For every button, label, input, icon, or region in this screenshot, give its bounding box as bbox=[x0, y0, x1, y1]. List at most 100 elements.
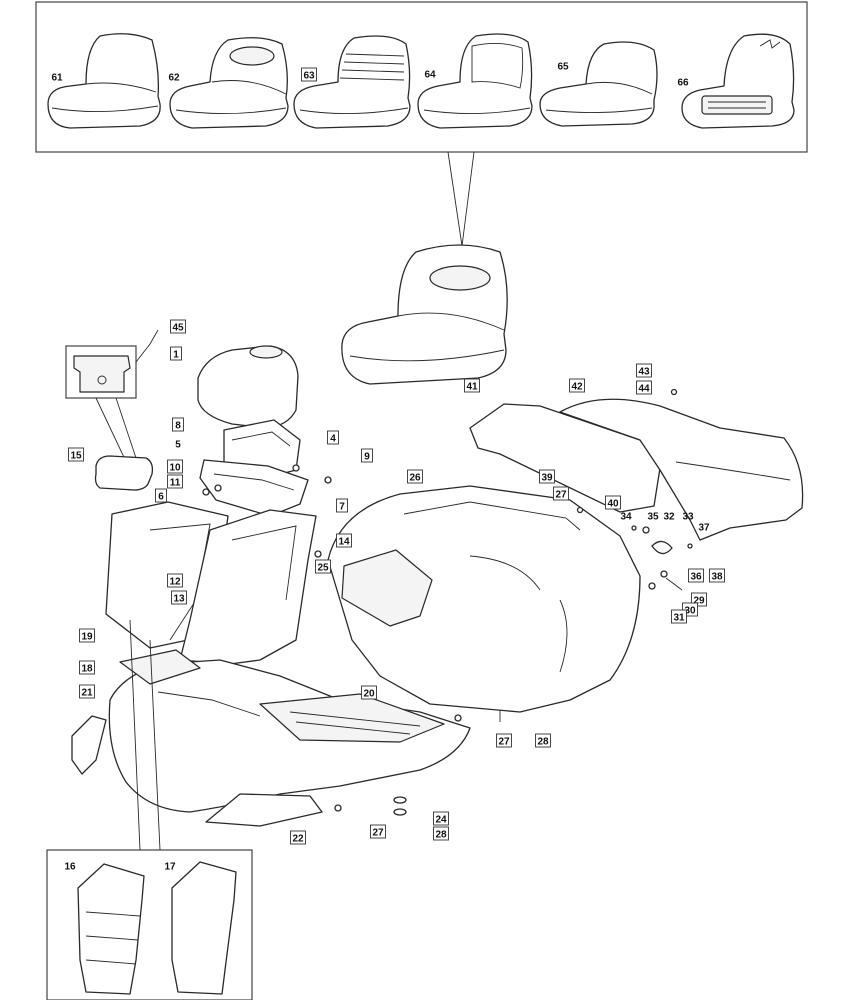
callout-number: 4 bbox=[330, 434, 336, 445]
callout-number: 35 bbox=[647, 512, 659, 523]
callout-42: 42 bbox=[569, 378, 585, 393]
callout-number: 17 bbox=[164, 862, 176, 873]
callout-41: 41 bbox=[464, 378, 480, 393]
callout-13: 13 bbox=[171, 590, 187, 605]
callout-number: 15 bbox=[70, 451, 82, 462]
callout-number: 1 bbox=[173, 350, 179, 361]
bracket-5-drawing bbox=[199, 459, 309, 517]
callout-number: 21 bbox=[81, 688, 93, 699]
callout-number: 27 bbox=[555, 490, 567, 501]
callout-28: 28 bbox=[535, 733, 551, 748]
callout-number: 33 bbox=[682, 512, 694, 523]
callout-box bbox=[171, 590, 187, 605]
decal-15-drawing bbox=[94, 455, 154, 491]
callout-24: 24 bbox=[433, 811, 449, 826]
callout-number: 19 bbox=[81, 632, 93, 643]
callout-number: 34 bbox=[620, 512, 632, 523]
callout-1: 1 bbox=[170, 346, 182, 361]
callout-33: 33 bbox=[682, 512, 694, 523]
hardware-drawing bbox=[202, 388, 693, 816]
decal-45-inset bbox=[65, 345, 137, 399]
callout-box bbox=[167, 474, 183, 489]
callout-8: 8 bbox=[172, 417, 184, 432]
callout-box bbox=[290, 830, 306, 845]
callout-box bbox=[671, 609, 687, 624]
callout-38: 38 bbox=[709, 568, 725, 583]
callout-number: 29 bbox=[693, 596, 705, 607]
callout-number: 22 bbox=[292, 834, 304, 845]
callout-number: 44 bbox=[638, 384, 650, 395]
callout-box bbox=[433, 826, 449, 841]
callout-number: 28 bbox=[435, 830, 447, 841]
callout-39: 39 bbox=[539, 469, 555, 484]
callout-45: 45 bbox=[170, 319, 186, 334]
callout-32: 32 bbox=[663, 512, 675, 523]
main-seat-drawing bbox=[341, 244, 508, 385]
column-housing-7-drawing bbox=[179, 509, 317, 665]
steering-cover-1-drawing bbox=[197, 345, 299, 429]
callout-66: 66 bbox=[677, 78, 689, 89]
callout-box bbox=[407, 469, 423, 484]
callout-number: 66 bbox=[677, 78, 689, 89]
callout-box bbox=[361, 685, 377, 700]
callout-20: 20 bbox=[361, 685, 377, 700]
callout-number: 24 bbox=[435, 815, 447, 826]
callout-number: 12 bbox=[169, 577, 181, 588]
callout-box bbox=[688, 568, 704, 583]
callout-number: 39 bbox=[541, 473, 553, 484]
callout-box bbox=[170, 319, 186, 334]
callout-number: 61 bbox=[51, 73, 63, 84]
callout-16: 16 bbox=[64, 862, 76, 873]
callout-box bbox=[68, 447, 84, 462]
callout-number: 31 bbox=[673, 613, 685, 624]
callout-box bbox=[167, 459, 183, 474]
callout-number: 32 bbox=[663, 512, 675, 523]
lid-25-drawing bbox=[341, 549, 433, 627]
callout-box bbox=[370, 824, 386, 839]
seat-callout-lines bbox=[447, 151, 475, 247]
seat-63-drawing bbox=[293, 35, 411, 129]
callout-number: 30 bbox=[684, 606, 696, 617]
callout-number: 25 bbox=[317, 563, 329, 574]
callout-number: 36 bbox=[690, 572, 702, 583]
callout-10: 10 bbox=[167, 459, 183, 474]
callout-35: 35 bbox=[647, 512, 659, 523]
callout-36: 36 bbox=[688, 568, 704, 583]
side-piece-21-drawing bbox=[71, 715, 107, 775]
callout-number: 45 bbox=[172, 323, 184, 334]
callout-box bbox=[605, 495, 621, 510]
mat-19-drawing bbox=[119, 649, 201, 685]
callout-number: 28 bbox=[537, 737, 549, 748]
callout-number: 40 bbox=[607, 499, 619, 510]
callout-4: 4 bbox=[327, 430, 339, 445]
callout-number: 5 bbox=[175, 440, 181, 451]
callout-27: 27 bbox=[553, 486, 569, 501]
callout-number: 11 bbox=[170, 478, 181, 489]
callout-number: 8 bbox=[175, 421, 181, 432]
callout-number: 43 bbox=[638, 367, 650, 378]
callout-box bbox=[79, 628, 95, 643]
callout-63: 63 bbox=[301, 67, 317, 82]
callout-number: 27 bbox=[498, 737, 510, 748]
callout-box bbox=[539, 469, 555, 484]
callout-44: 44 bbox=[636, 380, 652, 395]
callout-box bbox=[167, 573, 183, 588]
callout-box bbox=[361, 448, 373, 463]
callout-number: 16 bbox=[64, 862, 76, 873]
callout-37: 37 bbox=[698, 523, 710, 534]
callout-21: 21 bbox=[79, 684, 95, 699]
panels-16-17-inset bbox=[46, 849, 253, 1000]
callout-19: 19 bbox=[79, 628, 95, 643]
callout-12: 12 bbox=[167, 573, 183, 588]
callout-62: 62 bbox=[168, 73, 180, 84]
callout-box bbox=[172, 417, 184, 432]
seat-61-drawing bbox=[47, 33, 161, 129]
callout-34: 34 bbox=[620, 512, 632, 523]
callout-27: 27 bbox=[370, 824, 386, 839]
callout-number: 20 bbox=[363, 689, 375, 700]
callout-box bbox=[315, 559, 331, 574]
callout-number: 42 bbox=[571, 382, 583, 393]
callout-box bbox=[79, 684, 95, 699]
